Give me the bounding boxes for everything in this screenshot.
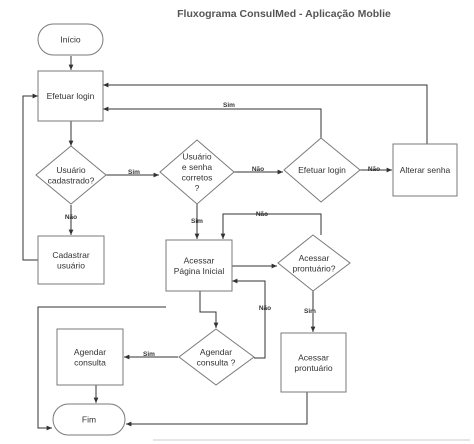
cadastrar-usuario-label-line: Cadastrar <box>52 250 89 260</box>
edge-prontuario-fim <box>126 392 308 427</box>
node-fim: Fim <box>52 403 126 436</box>
acessar-prontuario-label-line: prontuário <box>294 363 333 373</box>
acessar-pagina-inicial-label-line: Acessar <box>184 255 215 265</box>
agendar-consulta-label-line: consulta <box>74 357 106 367</box>
cadastrar-usuario-label-line: usuário <box>57 260 85 270</box>
node-inicio: Início <box>37 23 104 56</box>
acessar-prontuario-q-label-line: Acessar <box>299 253 330 263</box>
edge-login2-login <box>103 106 322 138</box>
usuario-senha-corretos-label-line: corretos <box>182 172 213 182</box>
edge-label-nao-prontuario: Não <box>256 211 268 218</box>
agendar-consulta-q-label-line: consulta ? <box>197 357 236 367</box>
usuario-senha-corretos-label-line: ? <box>195 183 200 193</box>
edge-label-nao-corretos: Não <box>252 166 264 173</box>
node-inicio-label: Início <box>60 35 81 45</box>
node-efetuar-login: Efetuar login <box>37 70 104 122</box>
edge-labels-layer: Sim Sim Não Não Não Sim Não Sim Não Sim <box>65 102 380 358</box>
acessar-pagina-inicial-label-line: Página Inicial <box>174 266 225 276</box>
edge-pagina-fim <box>37 306 166 431</box>
usuario-senha-corretos-label-line: Usuário <box>182 151 212 161</box>
node-efetuar-login-2: Efetuar login <box>283 137 361 203</box>
node-efetuar-login-2-label: Efetuar login <box>298 165 346 175</box>
node-fim-label: Fim <box>82 415 96 425</box>
edge-label-sim-cadastrado: Sim <box>128 169 140 176</box>
efetuar-login-label-line: Efetuar login <box>47 91 95 101</box>
fim-label-line: Fim <box>82 415 96 425</box>
usuario-senha-corretos-label-line: e senha <box>182 162 213 172</box>
usuario-cadastrado-label-line: Usuário <box>56 165 86 175</box>
edge-pagina-agendar-q <box>199 291 219 328</box>
efetuar-login-2-label-line: Efetuar login <box>298 165 346 175</box>
inicio-label-line: Início <box>60 35 81 45</box>
acessar-prontuario-q-label-line: prontuário? <box>292 263 335 273</box>
edge-label-sim-agendar: Sim <box>143 351 155 358</box>
edge-alterar-login <box>103 82 428 144</box>
alterar-senha-label-line: Alterar senha <box>400 165 451 175</box>
edge-agendar-q-pagina <box>232 278 266 359</box>
edges-layer <box>22 56 428 431</box>
edge-label-nao-cadastrado: Não <box>65 214 77 221</box>
edge-label-nao-login2: Não <box>368 166 380 173</box>
edge-label-sim-prontuario: Sim <box>304 308 316 315</box>
edge-label-sim-top: Sim <box>223 102 235 109</box>
node-efetuar-login-label: Efetuar login <box>47 91 95 101</box>
agendar-consulta-label-line: Agendar <box>74 347 106 357</box>
edge-label-sim-corretos: Sim <box>191 218 203 225</box>
diagram-title: Fluxograma ConsulMed - Aplicação Moblie <box>177 8 391 20</box>
usuario-cadastrado-label-line: cadastrado? <box>48 175 95 185</box>
agendar-consulta-q-label-line: Agendar <box>200 347 232 357</box>
node-alterar-senha: Alterar senha <box>392 143 458 197</box>
acessar-prontuario-label-line: Acessar <box>298 352 329 362</box>
edge-label-nao-agendar: Não <box>259 305 271 312</box>
node-alterar-senha-label: Alterar senha <box>400 165 451 175</box>
edge-cadastrar-login <box>22 93 38 261</box>
edge-prontuario-q-pagina <box>220 213 322 239</box>
